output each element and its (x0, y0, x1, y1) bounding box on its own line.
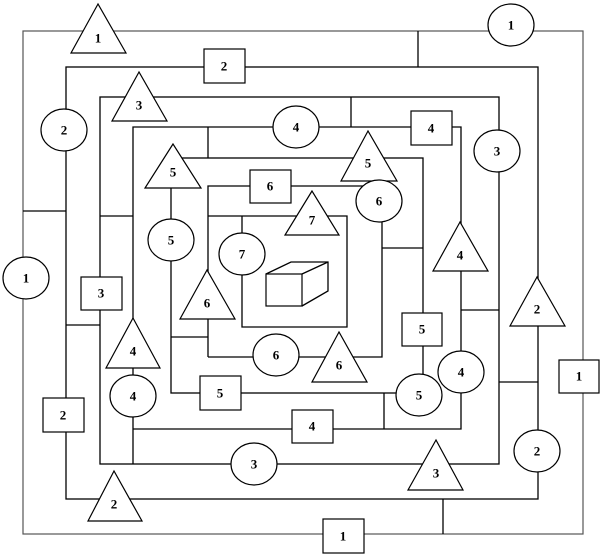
circle-left-4: 4 (109, 374, 157, 418)
circle-top-1: 1 (487, 3, 535, 47)
square-right-5: 5 (401, 312, 443, 347)
svg-text:4: 4 (309, 419, 316, 434)
square-top-4: 4 (410, 110, 453, 146)
maze-walls (22, 30, 584, 535)
svg-text:2: 2 (534, 302, 541, 317)
svg-text:6: 6 (267, 179, 274, 194)
svg-text:3: 3 (136, 98, 143, 113)
square-6: 6 (249, 169, 292, 204)
cube-icon (265, 261, 329, 307)
svg-text:2: 2 (534, 444, 541, 459)
tri-left-4: 4 (104, 316, 162, 369)
circle-right-4: 4 (437, 350, 485, 394)
tri-bottom-2: 2 (87, 469, 144, 522)
tri-top-1: 1 (69, 2, 128, 54)
svg-text:4: 4 (458, 365, 465, 380)
square-right-1: 1 (558, 359, 600, 394)
svg-text:7: 7 (309, 213, 316, 228)
svg-text:2: 2 (221, 59, 228, 74)
tri-right-4: 4 (431, 220, 490, 272)
svg-text:3: 3 (433, 466, 440, 481)
svg-text:5: 5 (365, 156, 372, 171)
tri-top-5: 5 (339, 129, 399, 182)
svg-text:1: 1 (576, 369, 583, 384)
tri-left-6: 6 (178, 268, 237, 320)
circle-bottom-3: 3 (230, 442, 278, 486)
circle-6: 6 (355, 179, 403, 223)
svg-text:2: 2 (61, 123, 68, 138)
circle-right-2: 2 (513, 429, 561, 473)
svg-text:1: 1 (508, 18, 515, 33)
svg-text:5: 5 (170, 165, 177, 180)
svg-text:2: 2 (60, 408, 67, 423)
svg-text:3: 3 (251, 457, 258, 472)
square-top-2: 2 (203, 48, 246, 84)
circle-right-3: 3 (473, 129, 521, 173)
circle-bottom-6: 6 (252, 333, 300, 377)
svg-text:1: 1 (95, 31, 102, 46)
square-bottom-4: 4 (291, 409, 334, 444)
svg-text:5: 5 (168, 233, 175, 248)
svg-text:4: 4 (130, 389, 137, 404)
svg-text:1: 1 (23, 271, 30, 286)
ring-4 (132, 126, 462, 464)
svg-text:5: 5 (416, 388, 423, 403)
svg-text:3: 3 (98, 286, 105, 301)
svg-text:6: 6 (376, 194, 383, 209)
circle-left-1: 1 (2, 256, 50, 300)
svg-text:4: 4 (130, 344, 137, 359)
svg-text:6: 6 (204, 296, 211, 311)
connectors (23, 31, 538, 534)
circle-top-4: 4 (272, 105, 320, 149)
svg-text:4: 4 (457, 248, 464, 263)
svg-text:4: 4 (293, 120, 300, 135)
tri-top-3: 3 (110, 70, 169, 122)
tri-left-5: 5 (143, 142, 203, 189)
ring-5 (170, 157, 424, 394)
circle-7: 7 (218, 232, 266, 276)
svg-text:4: 4 (428, 121, 435, 136)
svg-text:6: 6 (336, 358, 343, 373)
svg-text:5: 5 (419, 322, 426, 337)
svg-text:2: 2 (111, 497, 118, 512)
svg-text:5: 5 (217, 386, 224, 401)
square-left-2: 2 (42, 397, 85, 433)
circle-right-5: 5 (395, 373, 443, 417)
svg-text:6: 6 (273, 348, 280, 363)
circle-left-5: 5 (147, 218, 195, 262)
square-3: 3 (80, 276, 123, 311)
svg-text:7: 7 (239, 247, 246, 262)
svg-text:3: 3 (494, 144, 501, 159)
tri-7: 7 (283, 189, 341, 236)
circle-left-2: 2 (40, 108, 88, 152)
svg-text:1: 1 (340, 529, 347, 544)
tri-bottom-3: 3 (406, 438, 465, 491)
square-bottom-5: 5 (199, 375, 242, 411)
tri-right-2: 2 (508, 275, 567, 327)
tri-bottom-6: 6 (310, 330, 369, 383)
square-bottom-1: 1 (322, 518, 365, 554)
